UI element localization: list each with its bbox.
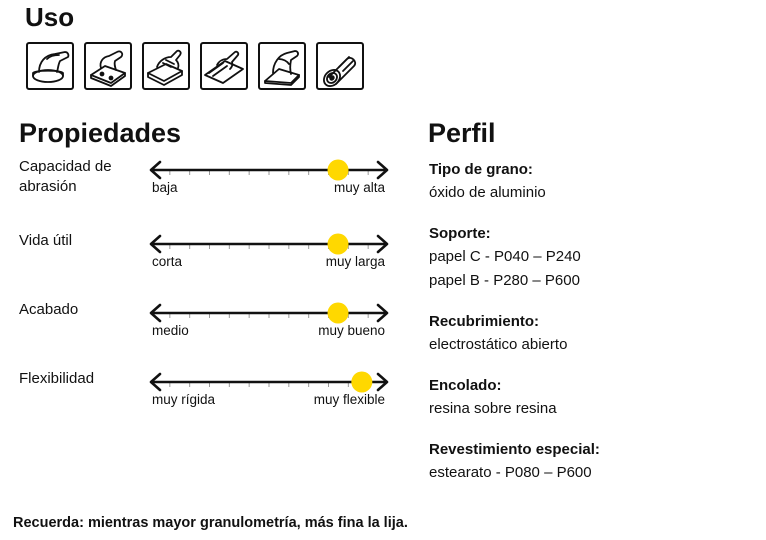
arrow-left-icon bbox=[149, 234, 162, 254]
perfil-encolado: Encolado: resina sobre resina bbox=[429, 375, 749, 421]
perfil-recubrimiento: Recubrimiento: electrostático abierto bbox=[429, 311, 749, 357]
arrow-right-icon bbox=[376, 160, 389, 180]
scale-graphic bbox=[149, 233, 389, 255]
scale-level-dot bbox=[327, 302, 349, 324]
perfil-item-value: papel B - P280 – P600 bbox=[429, 272, 580, 289]
arrow-left-icon bbox=[149, 372, 162, 392]
random-orbital-sander-icon bbox=[26, 42, 74, 90]
scale-abrasion: baja muy alta bbox=[147, 158, 391, 202]
prop-label-acabado: Acabado bbox=[19, 301, 79, 318]
perfil-tipo-grano: Tipo de grano: óxido de aluminio bbox=[429, 159, 749, 205]
perfil-item-title: Tipo de grano: bbox=[429, 161, 533, 178]
perfil-soporte: Soporte: papel C - P040 – P240 papel B -… bbox=[429, 223, 749, 293]
scale-high-label: muy flexible bbox=[313, 392, 385, 407]
scale-high-label: muy alta bbox=[333, 180, 385, 195]
perfil-title: Perfil bbox=[428, 118, 496, 148]
perfil-item-value: óxido de aluminio bbox=[429, 184, 546, 201]
scale-low-label: corta bbox=[152, 254, 183, 269]
arrow-right-icon bbox=[376, 372, 389, 392]
scale-level-dot bbox=[351, 371, 373, 393]
scale-acabado: medio muy bueno bbox=[147, 301, 391, 345]
scale-flexibilidad: muy rígida muy flexible bbox=[147, 370, 391, 414]
perfil-item-title: Encolado: bbox=[429, 377, 502, 394]
perfil-item-value: electrostático abierto bbox=[429, 336, 568, 353]
prop-label-flexibilidad: Flexibilidad bbox=[19, 370, 95, 387]
scale-low-label: medio bbox=[152, 323, 189, 338]
perfil-item-value: estearato - P080 – P600 bbox=[429, 464, 592, 481]
scale-low-label: baja bbox=[152, 180, 178, 195]
perfil-item-title: Revestimiento especial: bbox=[429, 441, 600, 458]
arrow-left-icon bbox=[149, 160, 162, 180]
scale-high-label: muy larga bbox=[325, 254, 385, 269]
scale-vida-util: corta muy larga bbox=[147, 232, 391, 276]
scale-high-label: muy bueno bbox=[318, 323, 385, 338]
sanding-block-hand-icon bbox=[142, 42, 190, 90]
sandpaper-roll-icon bbox=[316, 42, 364, 90]
prop-label-vida-util: Vida útil bbox=[19, 232, 73, 249]
scale-graphic bbox=[149, 371, 389, 393]
uso-title: Uso bbox=[25, 2, 75, 32]
arrow-right-icon bbox=[376, 234, 389, 254]
propiedades-title: Propiedades bbox=[19, 118, 182, 148]
scale-low-label: muy rígida bbox=[152, 392, 216, 407]
scale-graphic bbox=[149, 159, 389, 181]
hand-sanding-icon bbox=[200, 42, 248, 90]
perfil-item-title: Soporte: bbox=[429, 225, 491, 242]
footer-note: Recuerda: mientras mayor granulometría, … bbox=[13, 515, 408, 531]
arrow-right-icon bbox=[376, 303, 389, 323]
arrow-left-icon bbox=[149, 303, 162, 323]
perfil-item-value: papel C - P040 – P240 bbox=[429, 248, 581, 265]
scale-level-dot bbox=[327, 159, 349, 181]
scale-graphic bbox=[149, 302, 389, 324]
orbital-sander-icon bbox=[84, 42, 132, 90]
perfil-revestimiento: Revestimiento especial: estearato - P080… bbox=[429, 439, 749, 485]
prop-label-abrasion: Capacidad de abrasión bbox=[19, 158, 112, 195]
delta-sander-icon bbox=[258, 42, 306, 90]
perfil-item-title: Recubrimiento: bbox=[429, 313, 540, 330]
perfil-item-value: resina sobre resina bbox=[429, 400, 557, 417]
scale-level-dot bbox=[327, 233, 349, 255]
uso-icons bbox=[26, 42, 364, 90]
